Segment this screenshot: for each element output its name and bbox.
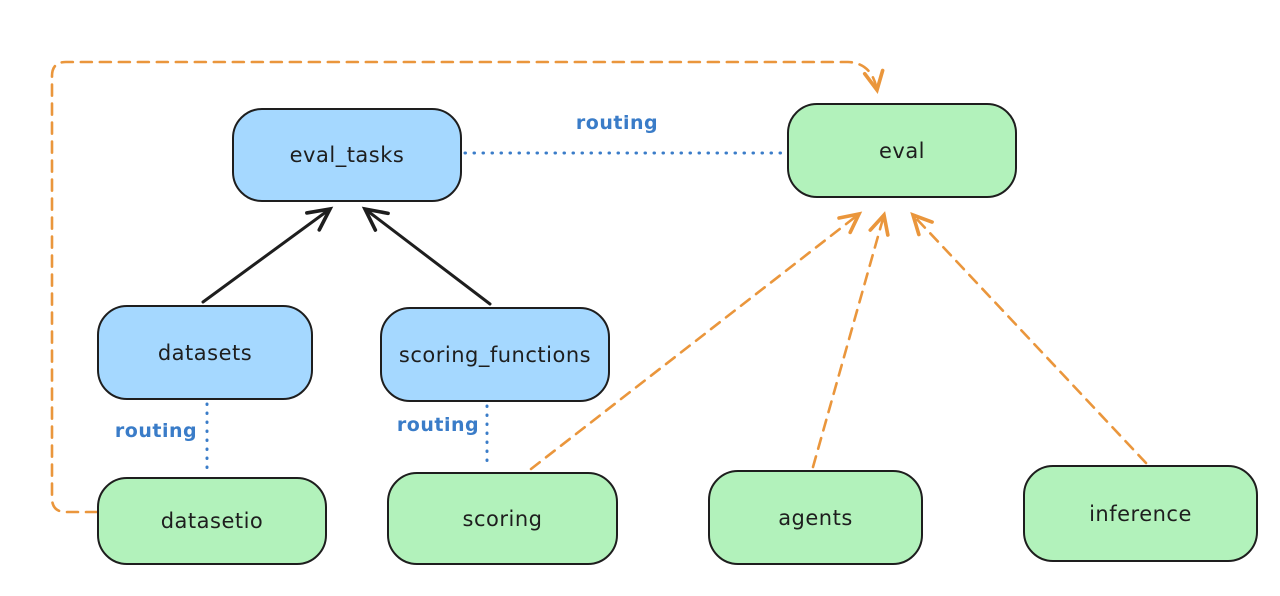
routing-label-scoring-functions-scoring: routing bbox=[396, 414, 480, 436]
node-datasetio: datasetio bbox=[97, 477, 327, 565]
node-eval: eval bbox=[787, 103, 1017, 198]
arrow-datasets-to-eval-tasks bbox=[201, 206, 334, 304]
node-scoring-label: scoring bbox=[462, 506, 543, 531]
node-eval-tasks-label: eval_tasks bbox=[289, 143, 405, 167]
node-datasetio-label: datasetio bbox=[160, 509, 264, 533]
routing-label-datasets-datasetio: routing bbox=[114, 420, 198, 442]
node-datasets-label: datasets bbox=[157, 340, 253, 365]
node-agents-label: agents bbox=[778, 505, 853, 530]
arrow-scoring-functions-to-eval-tasks bbox=[361, 206, 492, 306]
node-datasets: datasets bbox=[97, 305, 313, 400]
node-eval-label: eval bbox=[878, 138, 926, 163]
node-eval-tasks: eval_tasks bbox=[232, 108, 462, 202]
routing-label-eval-tasks-eval: routing bbox=[575, 112, 659, 134]
node-inference-label: inference bbox=[1089, 501, 1192, 526]
node-scoring-functions-label: scoring_functions bbox=[398, 342, 592, 367]
node-inference: inference bbox=[1023, 465, 1258, 562]
arrow-datasetio-to-eval-loop bbox=[50, 60, 885, 514]
node-scoring: scoring bbox=[387, 472, 618, 565]
node-scoring-functions: scoring_functions bbox=[380, 307, 610, 402]
arrow-inference-to-eval bbox=[910, 212, 1148, 465]
arrow-agents-to-eval bbox=[811, 211, 890, 469]
arrow-scoring-to-eval bbox=[529, 211, 863, 471]
node-agents: agents bbox=[708, 470, 923, 565]
